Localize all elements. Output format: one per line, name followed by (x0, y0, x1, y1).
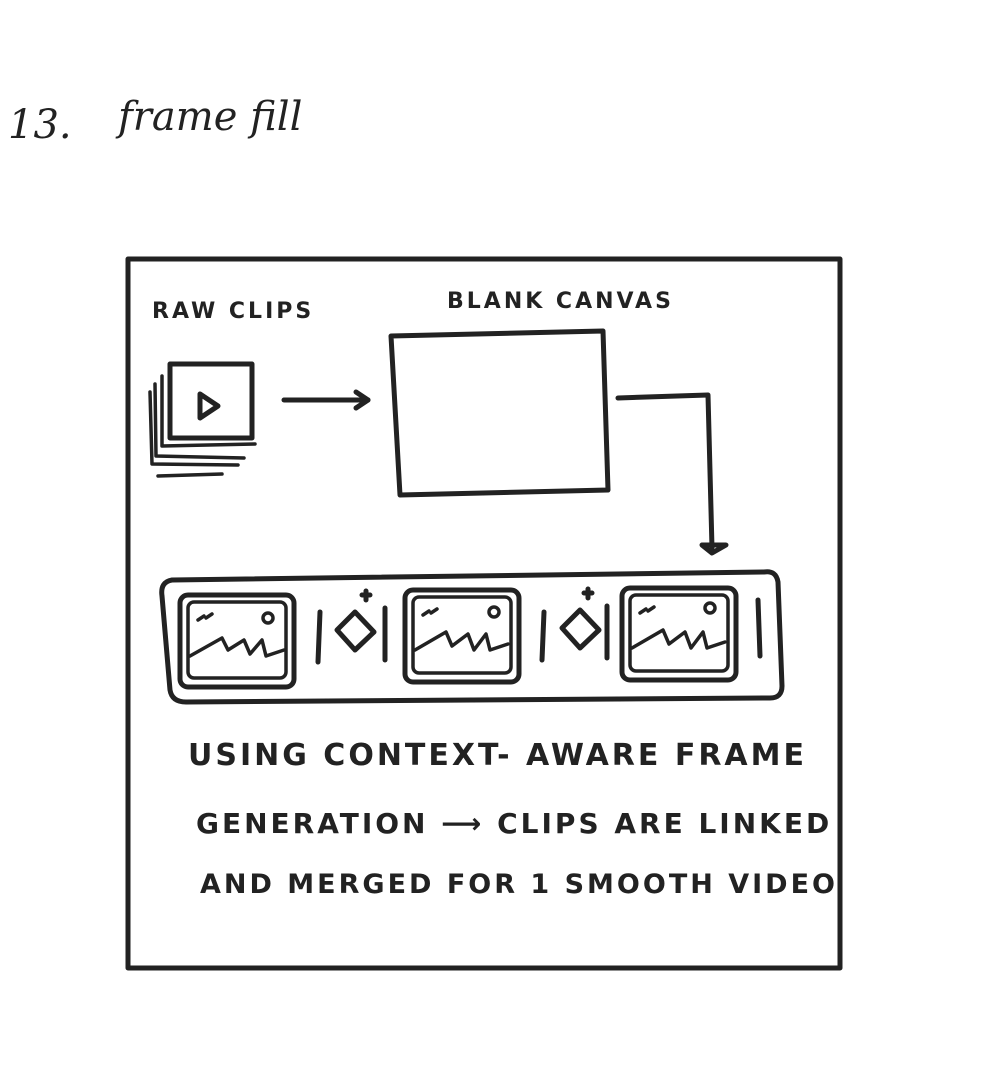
frame-image-3 (619, 585, 739, 683)
clip-stack-icon (148, 361, 257, 478)
filmstrip (159, 569, 785, 705)
caption-line-3: AND MERGED FOR 1 SMOOTH VIDEO (200, 869, 838, 900)
sketch-number: 13. (8, 102, 72, 148)
frame-image-2 (402, 587, 522, 685)
blank-canvas-label: BLANK CANVAS (447, 289, 674, 314)
arrow-down-icon (615, 392, 729, 556)
caption-line-2: GENERATION ⟶ CLIPS ARE LINKED (196, 807, 832, 840)
transition-1 (315, 588, 388, 665)
raw-clips-label: RAW CLIPS (152, 299, 314, 324)
arrow-right-icon (281, 389, 371, 411)
play-icon (197, 391, 221, 421)
outer-frame (125, 256, 843, 971)
caption-line-1: USING CONTEXT- AWARE FRAME (188, 738, 807, 773)
sketch-title: frame fill (115, 94, 302, 140)
transition-2 (539, 586, 610, 663)
blank-canvas-box (388, 328, 611, 498)
frame-image-1 (177, 592, 297, 690)
